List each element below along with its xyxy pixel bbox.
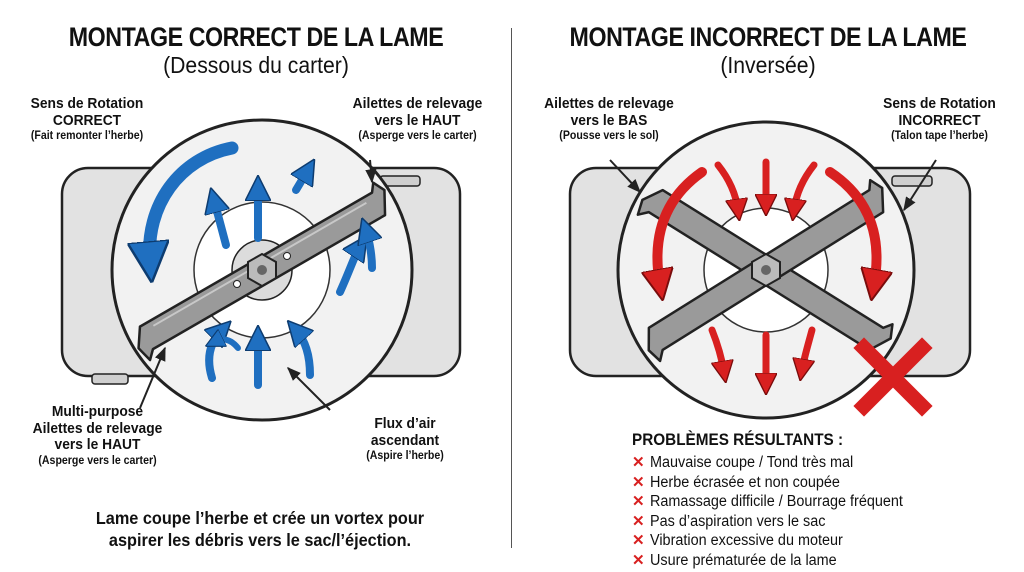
problem-item: ✕Herbe écrasée et non coupée bbox=[632, 473, 840, 491]
up-arrow bbox=[366, 230, 372, 272]
cross-icon: ✕ bbox=[632, 454, 645, 471]
panel-divider bbox=[511, 28, 512, 548]
incorrect-mounting-panel: MONTAGE INCORRECT DE LA LAME (Inversée) bbox=[512, 0, 1024, 572]
up-arrow bbox=[214, 200, 230, 249]
up-arrow bbox=[296, 330, 310, 379]
down-arrow bbox=[714, 161, 738, 210]
rotation-arrow bbox=[657, 167, 707, 285]
cross-icon: ✕ bbox=[632, 512, 645, 530]
cross-icon: ✕ bbox=[632, 473, 645, 491]
rotation-incorrect-label: Sens de Rotation INCORRECT (Talon tape l… bbox=[883, 95, 996, 142]
down-arrow bbox=[794, 161, 818, 210]
leader-line bbox=[287, 367, 331, 411]
down-arrow bbox=[802, 326, 816, 370]
problem-item: ✕Vibration excessive du moteur bbox=[632, 532, 843, 549]
problem-item: ✕Ramassage difficile / Bourrage fréquent bbox=[632, 493, 903, 510]
problem-item: ✕Mauvaise coupe / Tond très mal bbox=[632, 454, 854, 471]
bolt-hole-icon bbox=[761, 265, 771, 275]
cross-icon: ✕ bbox=[632, 551, 645, 569]
fins-down-label: Ailettes de relevage vers le BAS (Pousse… bbox=[544, 95, 674, 142]
multipurpose-fins-label: Multi-purpose Ailettes de relevage vers … bbox=[32, 403, 163, 467]
downforce-arrows bbox=[657, 158, 877, 384]
correct-subtitle: (Dessous du carter) bbox=[163, 52, 349, 78]
cross-icon: ✕ bbox=[632, 493, 645, 510]
leader-line bbox=[365, 159, 377, 184]
airflow-label: Flux d’air ascendant (Aspire l’herbe) bbox=[366, 415, 444, 462]
deck-rear-tab bbox=[891, 175, 933, 187]
incorrect-title: MONTAGE INCORRECT DE LA LAME bbox=[569, 22, 967, 52]
correct-title: MONTAGE CORRECT DE LA LAME bbox=[68, 22, 444, 52]
leader-line bbox=[139, 346, 166, 409]
down-arrow bbox=[708, 326, 724, 372]
fins-up-label: Ailettes de relevage vers le HAUT (Asper… bbox=[352, 95, 483, 142]
up-arrow bbox=[296, 170, 308, 194]
bolt-hole-icon bbox=[257, 265, 267, 275]
correct-caption: Lame coupe l’herbe et crée un vortex pou… bbox=[95, 508, 425, 550]
problem-item: ✕Pas d’aspiration vers le sac bbox=[632, 512, 826, 530]
incorrect-blade-diagram bbox=[568, 120, 972, 420]
leader-line bbox=[609, 159, 641, 194]
error-x-icon bbox=[853, 337, 933, 417]
correct-blade-diagram bbox=[60, 118, 462, 422]
pin-icon bbox=[283, 252, 291, 260]
up-arrow bbox=[214, 340, 241, 351]
pin-icon bbox=[233, 280, 241, 288]
correct-mounting-panel: MONTAGE CORRECT DE LA LAME (Dessous du c… bbox=[30, 22, 483, 550]
rotation-arrow bbox=[825, 167, 877, 285]
airflow-arrows bbox=[150, 141, 372, 389]
problem-item: ✕Usure prématurée de la lame bbox=[632, 551, 837, 569]
problems-title: PROBLÈMES RÉSULTANTS : bbox=[632, 430, 844, 449]
problems-list: PROBLÈMES RÉSULTANTS : ✕Mauvaise coupe /… bbox=[632, 430, 1012, 570]
leader-line bbox=[903, 159, 937, 212]
up-arrow bbox=[336, 246, 360, 296]
rotation-arrow bbox=[150, 141, 239, 262]
incorrect-subtitle: (Inversée) bbox=[720, 52, 816, 78]
deck-front-tab bbox=[91, 373, 129, 385]
cross-icon: ✕ bbox=[632, 532, 645, 549]
rotation-correct-label: Sens de Rotation CORRECT (Fait remonter … bbox=[30, 95, 144, 142]
